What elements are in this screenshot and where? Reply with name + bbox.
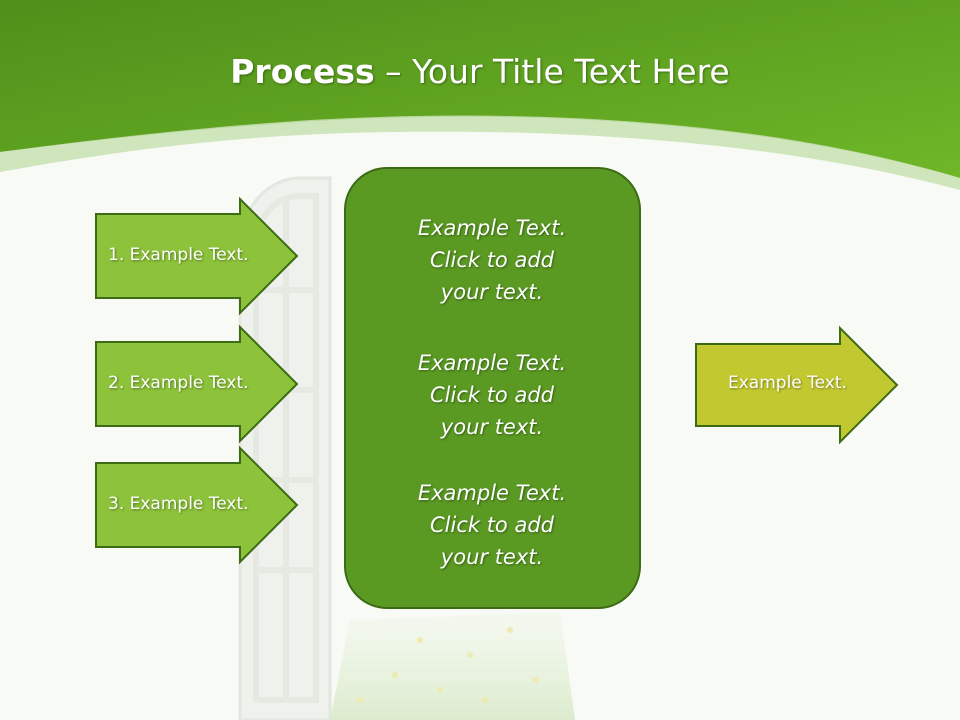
center-text-line: Example Text.: [417, 481, 567, 505]
left-arrow-1: [95, 196, 299, 316]
right-arrow-label: Example Text.: [728, 373, 847, 393]
left-arrow-3: [95, 445, 299, 565]
center-text-block-1: Example Text. Click to add your text.: [346, 212, 638, 308]
center-text-line: Example Text.: [417, 351, 567, 375]
center-text-line: Example Text.: [417, 216, 567, 240]
center-text-line: your text.: [440, 545, 544, 569]
center-text-line: Click to add: [429, 248, 554, 272]
center-text-line: your text.: [440, 280, 544, 304]
center-box: [344, 167, 641, 609]
center-text-line: your text.: [440, 415, 544, 439]
left-arrow-label-3: 3. Example Text.: [108, 494, 249, 514]
left-arrow-2: [95, 324, 299, 444]
right-arrow: [695, 325, 899, 445]
header-band: [0, 0, 960, 178]
title-bold: Process: [230, 52, 375, 91]
page-title: Process – Your Title Text Here: [0, 52, 960, 91]
center-text-block-3: Example Text. Click to add your text.: [346, 477, 638, 573]
left-arrow-label-1: 1. Example Text.: [108, 245, 249, 265]
center-text-line: Click to add: [429, 513, 554, 537]
left-arrow-label-2: 2. Example Text.: [108, 373, 249, 393]
header-swoosh: [0, 115, 960, 190]
center-text-block-2: Example Text. Click to add your text.: [346, 347, 638, 443]
center-text-line: Click to add: [429, 383, 554, 407]
title-rest: – Your Title Text Here: [374, 52, 730, 91]
